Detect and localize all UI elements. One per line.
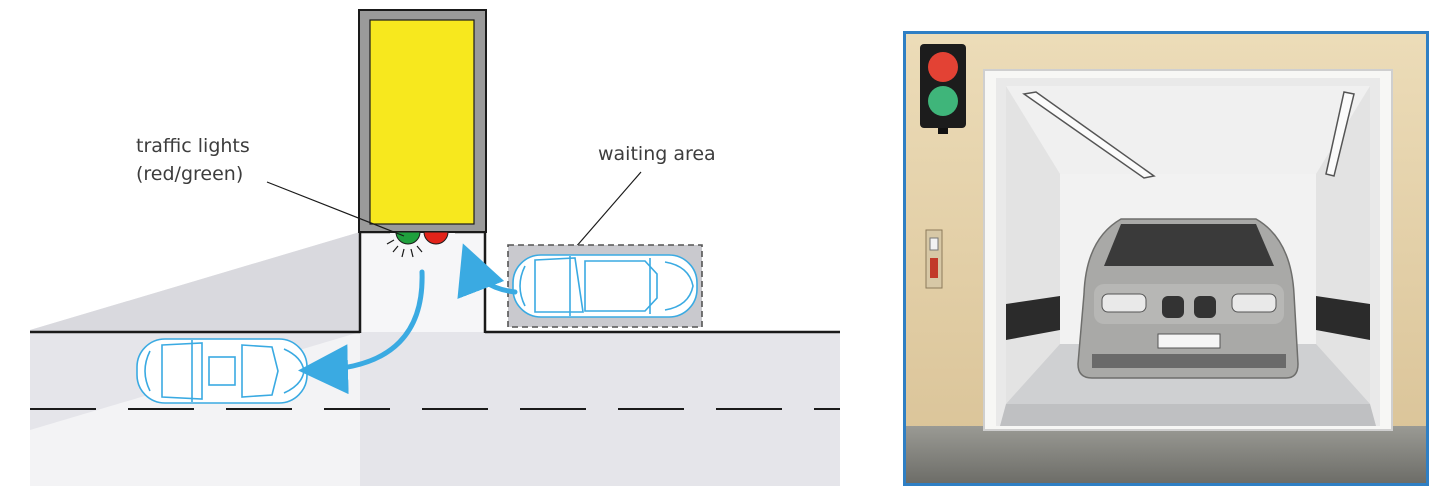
car-elevator-illustration bbox=[906, 34, 1426, 483]
arrow-icon-exit bbox=[298, 269, 425, 395]
car-icon bbox=[512, 254, 698, 318]
license-plate bbox=[1157, 333, 1221, 349]
waiting-area-label: waiting area bbox=[598, 143, 716, 165]
traffic-lights-label: traffic lights bbox=[136, 135, 250, 157]
light-rays-icon bbox=[386, 239, 423, 258]
floor bbox=[906, 426, 1426, 483]
car-icon-exit bbox=[136, 338, 308, 404]
traffic-lights-sublabel: (red/green) bbox=[136, 163, 243, 185]
elevator-cabin bbox=[369, 19, 475, 225]
arrow-icon-entry bbox=[457, 243, 518, 299]
elevator-shaft bbox=[358, 9, 487, 233]
car-elevator-photo bbox=[903, 31, 1429, 486]
traffic-light-icon bbox=[386, 231, 449, 258]
waiting-area-leader bbox=[574, 171, 642, 249]
traffic-lights-leader bbox=[266, 181, 405, 237]
signal-light-icon bbox=[920, 44, 966, 134]
view-cone-left bbox=[30, 232, 360, 332]
car-icon-photo bbox=[1077, 218, 1299, 379]
